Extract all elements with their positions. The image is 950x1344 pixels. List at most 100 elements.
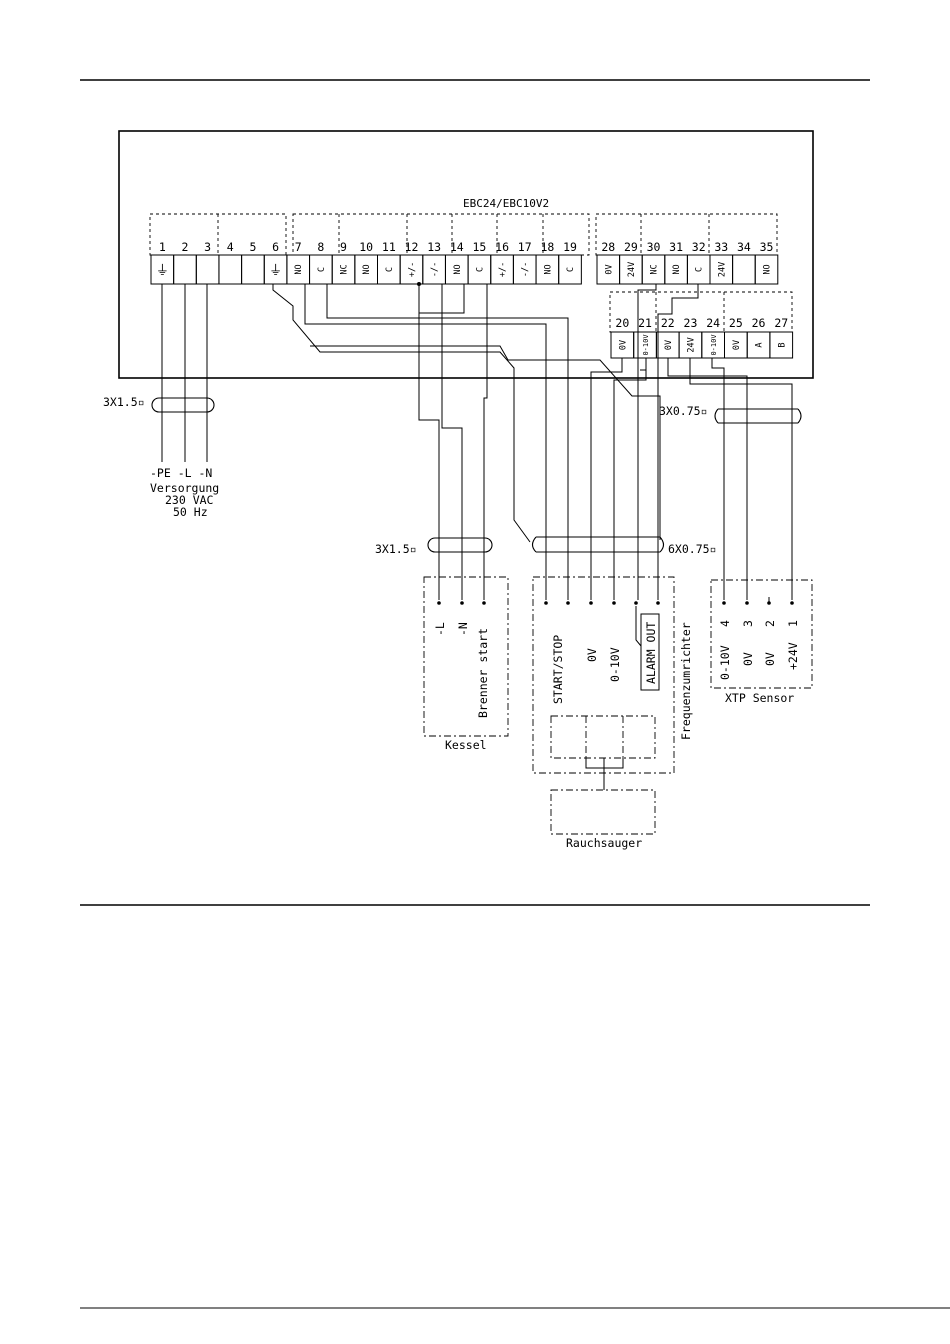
main-num-6: 6 [272, 240, 279, 254]
sensor-cable-sleeve [714, 408, 802, 424]
supply-title: Versorgung [150, 481, 219, 495]
sensor-pin-4: 4 [718, 620, 732, 627]
fan-label-0-10v: 0-10V [608, 647, 622, 682]
sensor-label-0v-b: 0V [763, 652, 777, 666]
analog-num-25: 25 [729, 316, 743, 330]
boiler-label-start: Brenner start [476, 628, 490, 718]
main-num-1: 1 [159, 240, 166, 254]
analog-label-23: 24V [686, 337, 696, 352]
fan-label-alarm-out: ALARM OUT [644, 622, 658, 684]
fan-label-start-stop: START/STOP [551, 635, 565, 704]
main-num-15: 15 [472, 240, 486, 254]
main-num-10: 10 [359, 240, 373, 254]
sensor-terminals [722, 601, 794, 605]
wire-alarm-a [637, 284, 657, 600]
main-terminal-3 [195, 254, 220, 285]
relay-terminal-34 [732, 254, 756, 285]
main-label-7: NO [294, 264, 304, 274]
supply-terminals: -PE -L -N [150, 466, 212, 480]
analog-num-26: 26 [752, 316, 766, 330]
sensor-label-24v: +24V [786, 642, 800, 670]
relay-label-35: NO [763, 264, 773, 274]
sensor-box [710, 579, 813, 689]
sensor-label-0-10v: 0-10V [718, 645, 732, 680]
main-num-8: 8 [317, 240, 324, 254]
analog-label-26: A [755, 342, 765, 347]
wire-start-a [304, 284, 547, 600]
wire-sensor-0v [667, 358, 748, 600]
boiler-title: Kessel [445, 738, 487, 752]
relay-num-32: 32 [692, 240, 706, 254]
wire-boiler-start [483, 284, 488, 600]
wire-bridge-12-14 [419, 284, 465, 314]
analog-label-22: 0V [664, 340, 674, 350]
fan-label-0v: 0V [585, 648, 599, 662]
main-label-16: +/- [498, 262, 508, 277]
converter-internal-blocks [550, 715, 656, 759]
fan-terminals [544, 601, 660, 605]
relay-label-31: NO [672, 264, 682, 274]
wire-to-fan-shield [310, 345, 661, 540]
main-label-8: C [317, 267, 327, 272]
main-terminal-19 [558, 254, 582, 285]
main-terminal-2 [173, 254, 197, 285]
main-num-11: 11 [382, 240, 396, 254]
main-label-14: NO [453, 264, 463, 274]
relay-terminal-35 [754, 254, 779, 285]
boiler-terminals [437, 601, 486, 605]
wire-start-b [326, 284, 569, 600]
main-num-7: 7 [295, 240, 302, 254]
sensor-title: XTP Sensor [725, 691, 794, 705]
main-label-18: NO [543, 264, 553, 274]
relay-num-28: 28 [601, 240, 615, 254]
analog-label-24: 0-10V [710, 334, 718, 356]
sensor-pin-2: 2 [763, 620, 777, 627]
analog-num-21: 21 [638, 316, 652, 330]
cable-sleeves [151, 397, 802, 553]
main-label-1: ⏚ [156, 264, 169, 279]
main-label-10: NO [362, 264, 372, 274]
relay-num-33: 33 [714, 240, 728, 254]
relay-num-30: 30 [647, 240, 661, 254]
main-num-12: 12 [405, 240, 419, 254]
main-num-14: 14 [450, 240, 464, 254]
main-label-15: C [475, 267, 485, 272]
junction-dot [417, 282, 421, 286]
controller-model: EBC24/EBC10V2 [463, 197, 549, 210]
wire-sensor-24v [689, 358, 793, 600]
main-label-19: C [566, 267, 576, 272]
main-terminal-5 [241, 254, 265, 285]
wire-sensor-0-10v [711, 358, 725, 600]
main-num-9: 9 [340, 240, 347, 254]
boiler-label-n: -N [456, 622, 470, 636]
boiler-box [423, 576, 509, 737]
fan-cable-sleeve [531, 536, 665, 553]
wire-alarm-b [657, 284, 699, 600]
boiler-label-l: -L [433, 622, 447, 636]
relay-num-35: 35 [760, 240, 774, 254]
analog-num-20: 20 [615, 316, 629, 330]
main-num-4: 4 [227, 240, 234, 254]
main-label-11: C [385, 267, 395, 272]
main-num-13: 13 [427, 240, 441, 254]
main-num-5: 5 [249, 240, 256, 254]
main-label-12: +/- [407, 262, 417, 277]
analog-label-21: 0-10V [642, 334, 650, 356]
relay-label-33: 24V [717, 262, 727, 277]
main-num-16: 16 [495, 240, 509, 254]
wire-boiler-l [418, 284, 440, 600]
motor-box [550, 789, 656, 835]
relay-label-28: 0V [604, 264, 614, 274]
sensor-label-0v-a: 0V [741, 652, 755, 666]
alarm-contact [635, 606, 642, 647]
wire-0v [590, 358, 623, 600]
main-num-19: 19 [563, 240, 577, 254]
relay-num-31: 31 [669, 240, 683, 254]
relay-num-29: 29 [624, 240, 638, 254]
wire-earth-6 [272, 284, 531, 543]
main-num-2: 2 [182, 240, 189, 254]
main-label-17: -/- [521, 262, 531, 277]
boiler-cable-label: 3X1.5▫ [375, 542, 417, 556]
